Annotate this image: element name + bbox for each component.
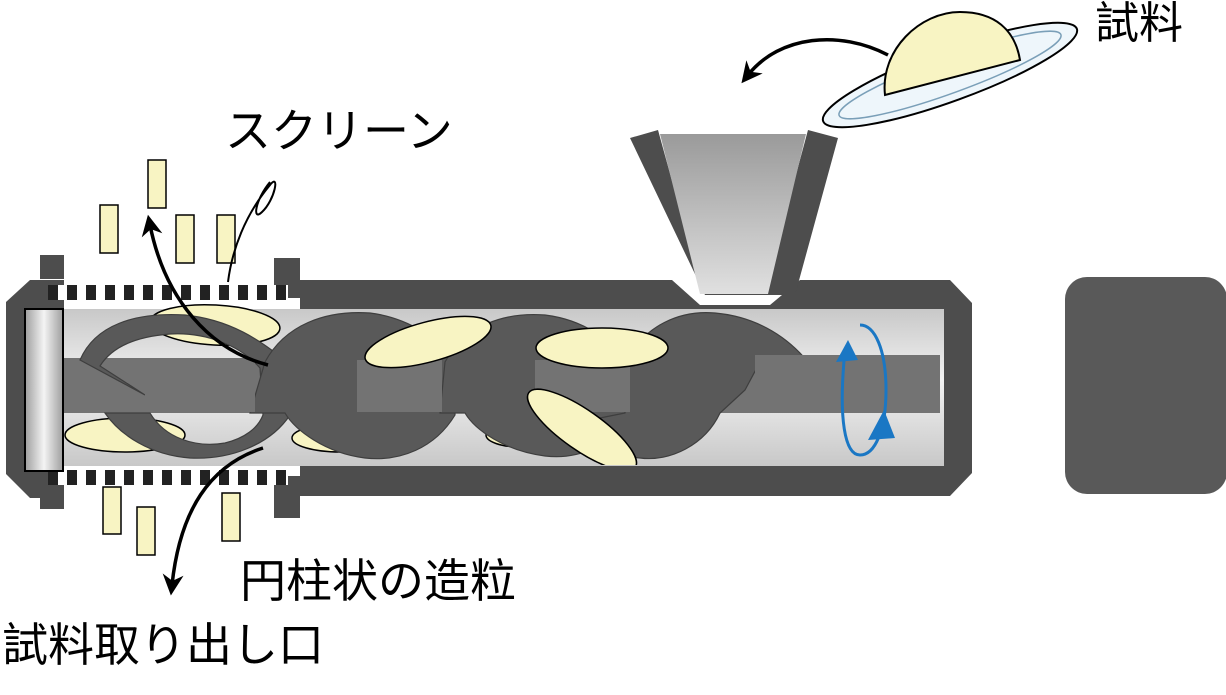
label-sample: 試料	[1095, 0, 1183, 49]
screen	[6, 255, 300, 518]
screen-leader-line	[227, 180, 277, 283]
pellet	[535, 327, 669, 369]
feed-arrow-icon	[741, 38, 889, 84]
sample-dish-icon	[821, 10, 1079, 129]
rotation-arrow-icon	[836, 323, 895, 457]
label-outlet: 試料取り出し口	[2, 618, 324, 672]
barrel-interior	[62, 303, 940, 465]
hopper	[630, 130, 838, 295]
motor-block	[1065, 277, 1226, 494]
exit-arrow-up-icon	[141, 214, 269, 367]
exiting-granules	[99, 159, 241, 556]
label-granules: 円柱状の造粒	[240, 554, 516, 608]
exit-arrow-down-icon	[162, 446, 264, 596]
pellet	[526, 388, 638, 465]
label-screen: スクリーン	[225, 104, 453, 158]
pellet	[364, 315, 492, 369]
end-plate	[24, 308, 64, 472]
